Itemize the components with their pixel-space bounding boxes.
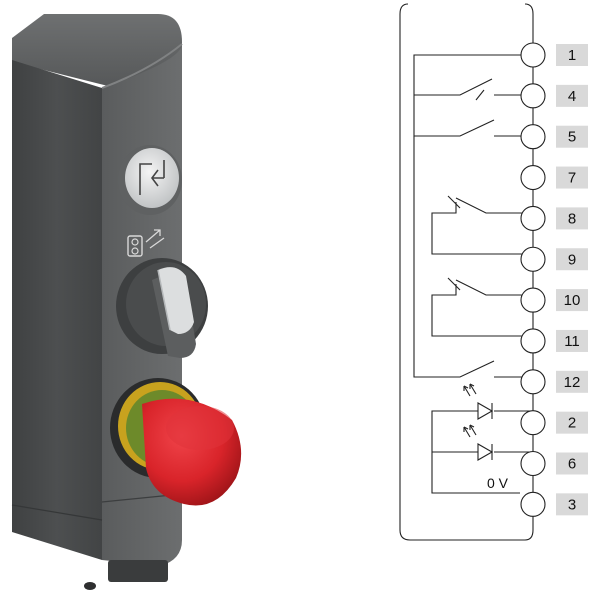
terminal-circle [520,165,546,191]
terminal-circle [520,124,546,150]
terminal-label-box [556,166,588,189]
terminal-label: 2 [568,415,576,432]
terminal-label: 1 [568,47,576,64]
terminal-circle [520,450,546,477]
terminal-circle [520,287,546,313]
terminal-label-box [556,44,588,66]
led-diode-icon [431,383,533,494]
terminal-circle [520,328,546,354]
terminal-circle [520,42,546,68]
terminal-label: 3 [568,496,576,513]
rotary-selector-switch-icon [116,258,208,358]
terminal-label-box [556,411,588,434]
terminal-label: 10 [564,292,581,309]
key-selector-symbol-icon [127,229,165,257]
terminal-circle [520,410,546,436]
terminal-circle [520,83,546,109]
terminal-label: 12 [564,374,581,391]
terminal-label: 7 [568,170,576,187]
terminal-label-box [556,84,588,107]
terminal-label: 11 [564,333,580,350]
terminal-label: 9 [568,251,576,268]
terminal-label-box [556,493,588,516]
terminal-circle [520,246,546,272]
terminal-label-box [556,248,588,271]
terminal-label-box [556,370,588,393]
terminal-circle [520,369,546,395]
terminal-label: 4 [568,88,576,105]
led-diode-icon [432,424,533,461]
ground-label: 0 V [487,475,509,491]
wiring-schematic: 0 V 1 4 5 7 8 9 10 11 12 2 6 3 [399,3,588,541]
terminal-circle [520,205,546,231]
terminal-label: 8 [568,210,576,227]
terminal-label: 6 [568,456,576,473]
terminal-label-box [556,125,588,148]
terminal-label-box [556,207,588,230]
terminal-label: 5 [568,129,576,146]
terminal-label-box [556,452,588,475]
terminal-label-box [556,289,588,312]
terminal-circle [520,491,546,517]
enclosure-outline [399,3,534,541]
unlock-pushbutton-icon [118,145,182,215]
terminal-label-box [556,329,588,352]
emergency-stop-button-icon [110,378,242,506]
terminal-block: 1 4 5 7 8 9 10 11 12 2 6 3 [520,42,588,517]
